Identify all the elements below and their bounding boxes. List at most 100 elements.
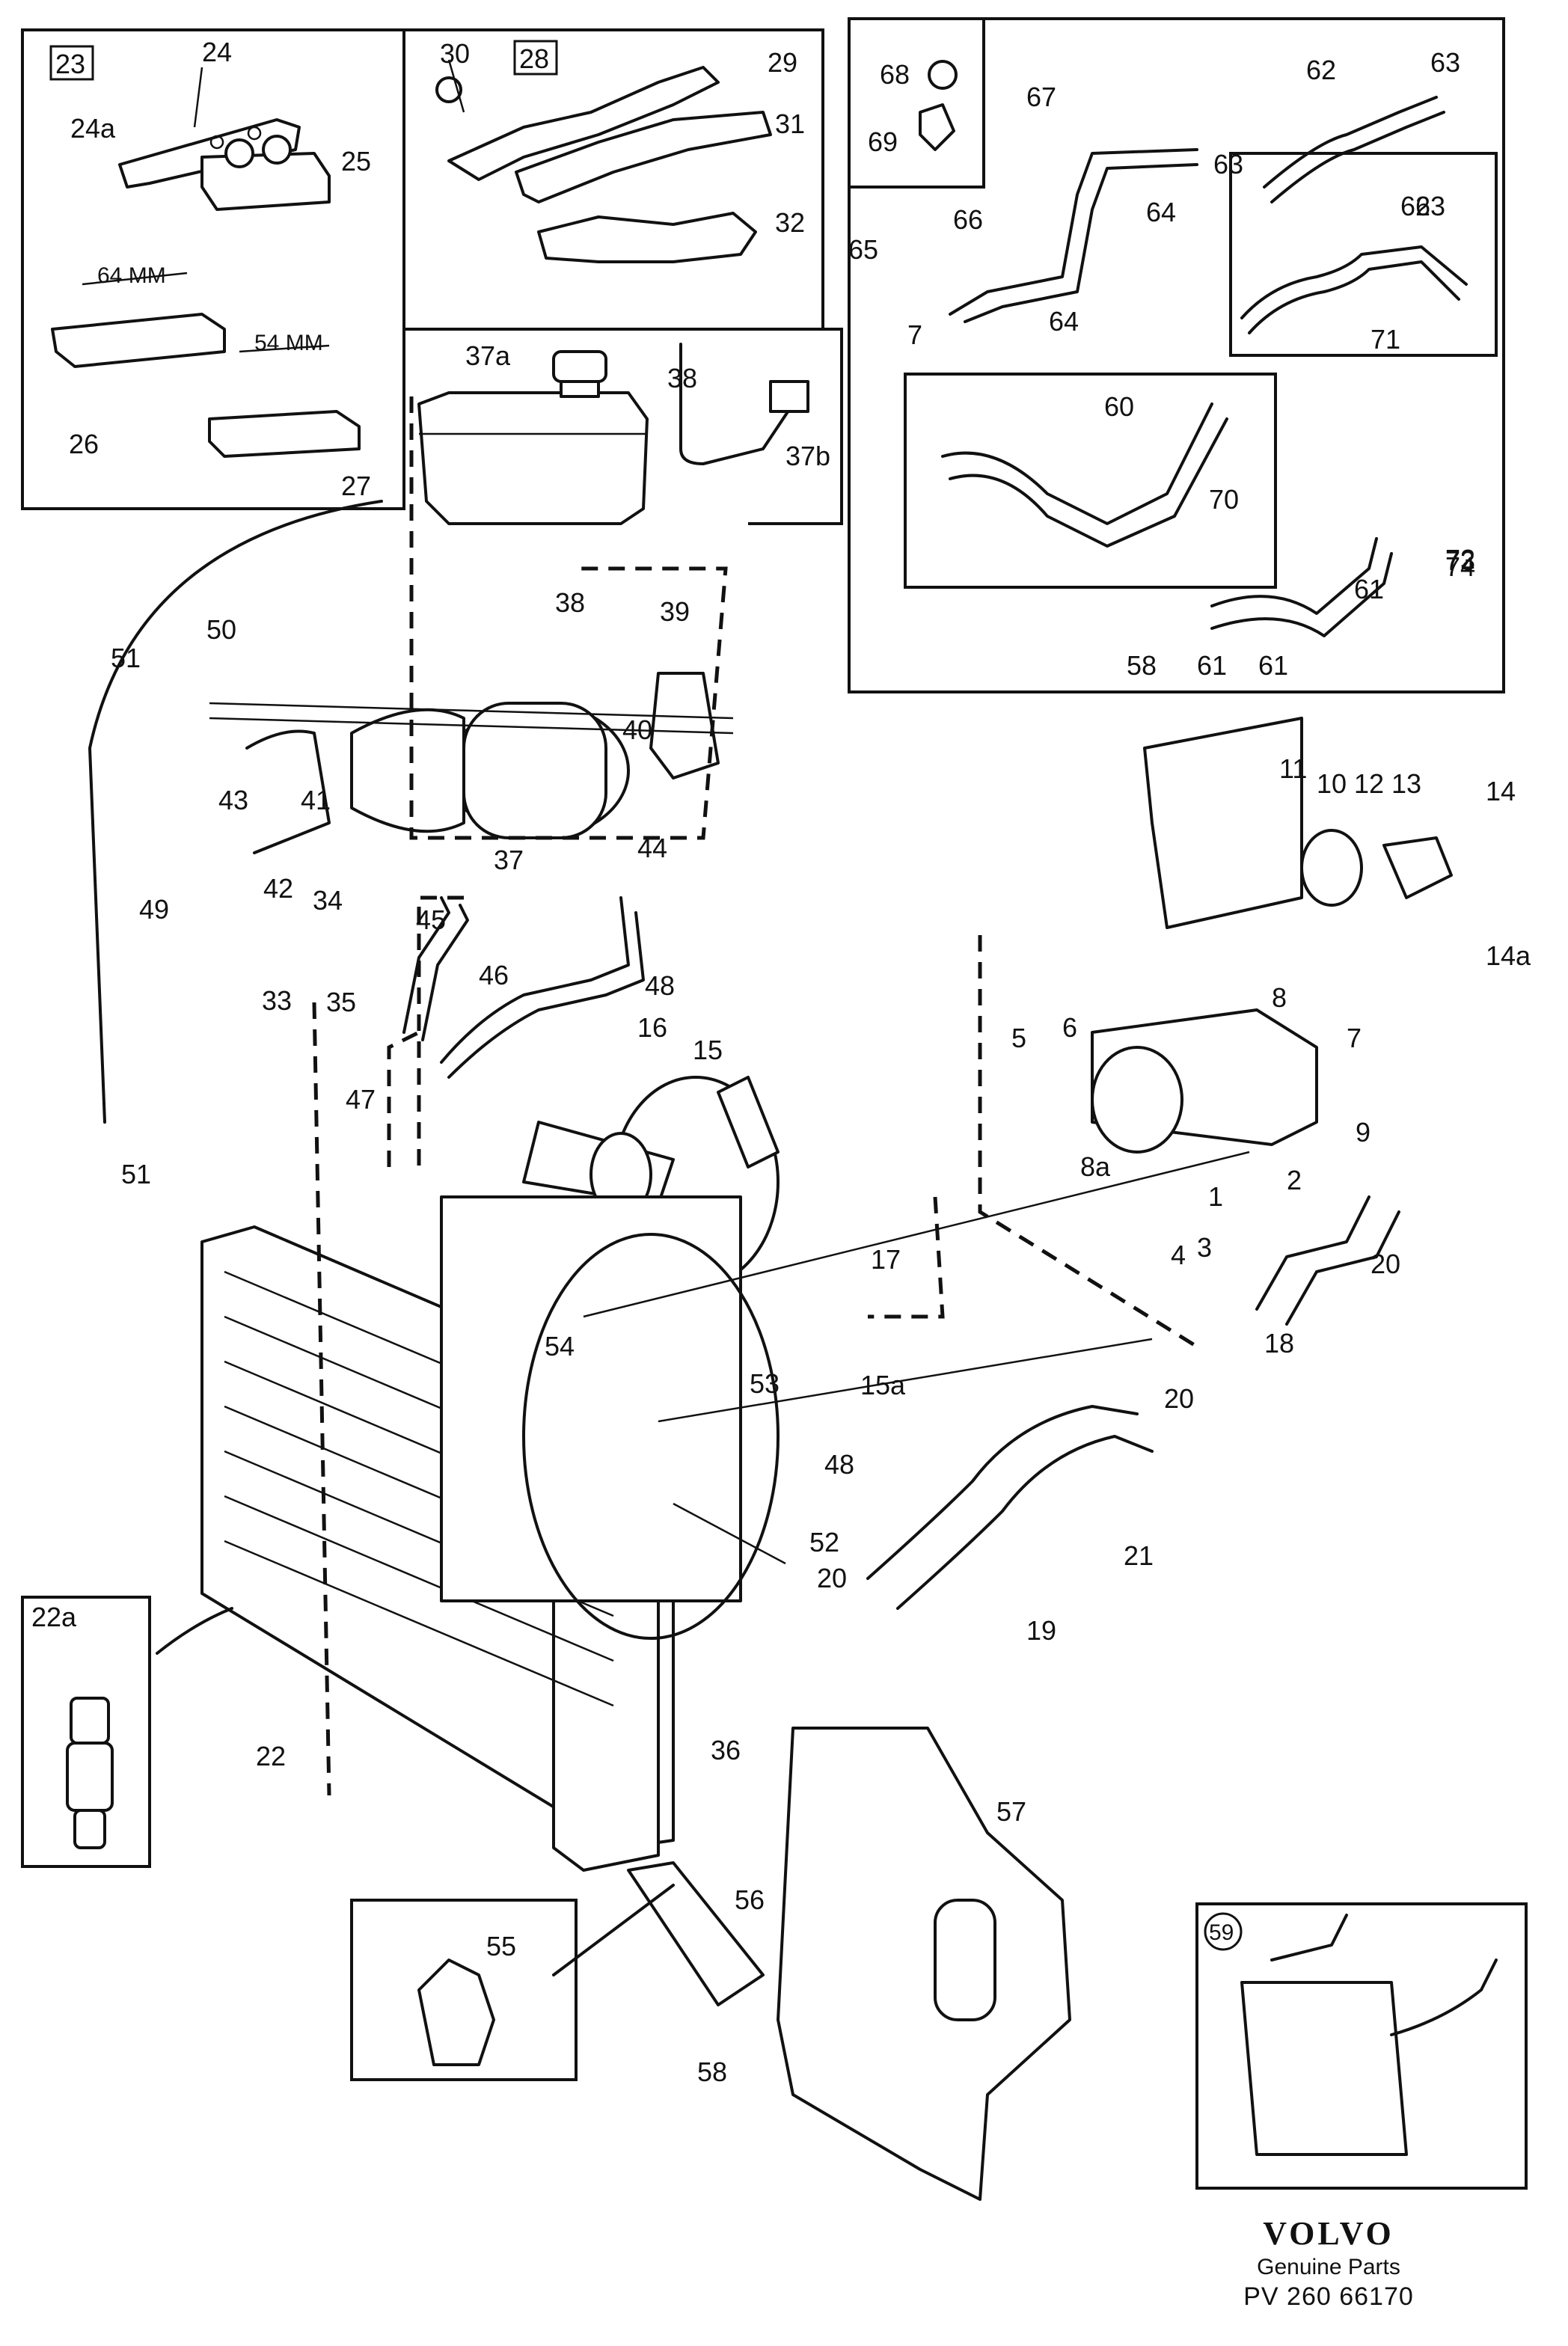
callout-label: 73 <box>1445 545 1475 576</box>
header-tank <box>209 672 734 854</box>
callout-label: 12 <box>1354 768 1384 799</box>
leader-lines <box>88 59 1250 1976</box>
callout-label: 4 <box>1171 1240 1186 1270</box>
callout-label: 51 <box>121 1159 151 1189</box>
callout-label: 38 <box>667 363 697 393</box>
callout-label: 22a <box>31 1602 77 1632</box>
inset-number-59: 59 <box>1209 1920 1234 1945</box>
callout-label: 19 <box>1026 1615 1056 1646</box>
callout-label: 8 <box>1272 982 1287 1013</box>
callout-label: 71 <box>1371 324 1400 355</box>
inset-number-23: 23 <box>55 49 85 79</box>
callout-label: 11 <box>1279 753 1307 784</box>
callout-label: 51 <box>111 643 141 673</box>
callout-label: 22 <box>256 1741 286 1771</box>
callout-label: 43 <box>218 785 248 815</box>
callout-label: 37 <box>494 845 524 875</box>
callout-label: 27 <box>341 471 371 501</box>
callout-label: 36 <box>711 1735 741 1765</box>
dimension-labels: 64 MM 54 MM <box>97 263 323 355</box>
inset-frames <box>21 17 1528 2190</box>
callout-label: 41 <box>301 785 331 815</box>
inset-23-brackets <box>51 118 361 458</box>
upper-hoses <box>919 60 1468 637</box>
callout-label: 38 <box>555 587 585 618</box>
callout-label: 39 <box>660 596 690 627</box>
footer: VOLVO Genuine Parts PV 260 66170 <box>1194 2214 1463 2312</box>
callout-label: 31 <box>775 108 805 139</box>
callout-numbers: 1 2 3 4 5 6 7 7 8 8a 9 10 11 12 13 14 14… <box>31 37 1531 2087</box>
callout-label: 29 <box>768 47 797 78</box>
dimension-64mm: 64 MM <box>97 263 166 288</box>
callout-label: 24a <box>70 113 116 144</box>
expansion-tank <box>417 343 809 525</box>
brand-subtitle: Genuine Parts <box>1257 2255 1400 2279</box>
callout-label: 49 <box>139 894 169 925</box>
callout-label: 8a <box>1080 1151 1111 1182</box>
callout-label: 63 <box>1213 149 1243 180</box>
callout-label: 61 <box>1354 574 1384 604</box>
callout-label: 5 <box>1011 1023 1026 1053</box>
callout-label: 47 <box>346 1084 376 1115</box>
inset-56-clip <box>417 1958 495 2066</box>
brand-logo: VOLVO <box>1263 2215 1394 2252</box>
callout-label: 57 <box>996 1796 1026 1827</box>
callout-label: 20 <box>817 1563 847 1593</box>
callout-label: 24 <box>202 37 232 67</box>
callout-label: 34 <box>313 885 343 916</box>
callout-label: 7 <box>907 319 922 350</box>
hoses <box>402 896 1400 1610</box>
callout-label: 60 <box>1104 391 1134 422</box>
callout-label: 2 <box>1287 1165 1302 1195</box>
inset-28-shields <box>435 66 772 263</box>
callout-label: 1 <box>1208 1181 1223 1212</box>
callout-label: 13 <box>1391 768 1421 799</box>
callout-label: 45 <box>416 904 446 935</box>
callout-label: 14a <box>1486 940 1531 971</box>
callout-label: 61 <box>1197 650 1227 681</box>
callout-label: 37b <box>785 441 830 471</box>
callout-label: 69 <box>868 126 898 157</box>
callout-label: 21 <box>1124 1540 1154 1571</box>
callout-label: 3 <box>1197 1232 1212 1263</box>
callout-label: 66 <box>953 204 983 235</box>
callout-label: 64 <box>1049 306 1079 337</box>
dimension-54mm: 54 MM <box>254 331 323 355</box>
callout-label: 32 <box>775 207 805 238</box>
callout-label: 17 <box>871 1244 901 1275</box>
callout-label: 62 <box>1400 191 1430 221</box>
callout-label: 56 <box>735 1884 765 1915</box>
callout-label: 48 <box>824 1449 854 1480</box>
callout-label: 44 <box>637 833 667 863</box>
callout-label: 62 <box>1306 55 1336 85</box>
callout-label: 48 <box>645 970 675 1001</box>
callout-label: 42 <box>263 873 293 904</box>
callout-label: 58 <box>1127 650 1157 681</box>
callout-label: 67 <box>1026 82 1056 112</box>
callout-label: 68 <box>880 59 910 90</box>
callout-label: 15a <box>860 1370 906 1400</box>
callout-label: 9 <box>1356 1117 1371 1148</box>
callout-label: 37a <box>465 340 511 371</box>
callout-label: 15 <box>693 1035 723 1065</box>
callout-label: 61 <box>1258 650 1288 681</box>
inset-number-boxes: 23 28 59 <box>49 40 1243 1951</box>
callout-label: 54 <box>545 1331 575 1362</box>
callout-label: 33 <box>262 985 292 1016</box>
callout-label: 35 <box>326 987 356 1017</box>
callout-label: 55 <box>486 1931 516 1961</box>
diagram-code: PV 260 66170 <box>1243 2282 1414 2311</box>
callout-label: 58 <box>697 2056 727 2087</box>
callout-label: 30 <box>440 38 470 69</box>
callout-label: 50 <box>206 614 236 645</box>
callout-label: 6 <box>1062 1012 1077 1043</box>
callout-label: 10 <box>1317 768 1347 799</box>
callout-label: 25 <box>341 146 371 177</box>
callout-label: 26 <box>69 429 99 459</box>
callout-label: 70 <box>1209 484 1239 515</box>
callout-label: 53 <box>750 1368 780 1399</box>
callout-label: 14 <box>1486 776 1516 806</box>
callout-label: 63 <box>1430 47 1460 78</box>
radiator <box>200 1195 780 1872</box>
inset-22a-plug <box>66 1697 114 1849</box>
